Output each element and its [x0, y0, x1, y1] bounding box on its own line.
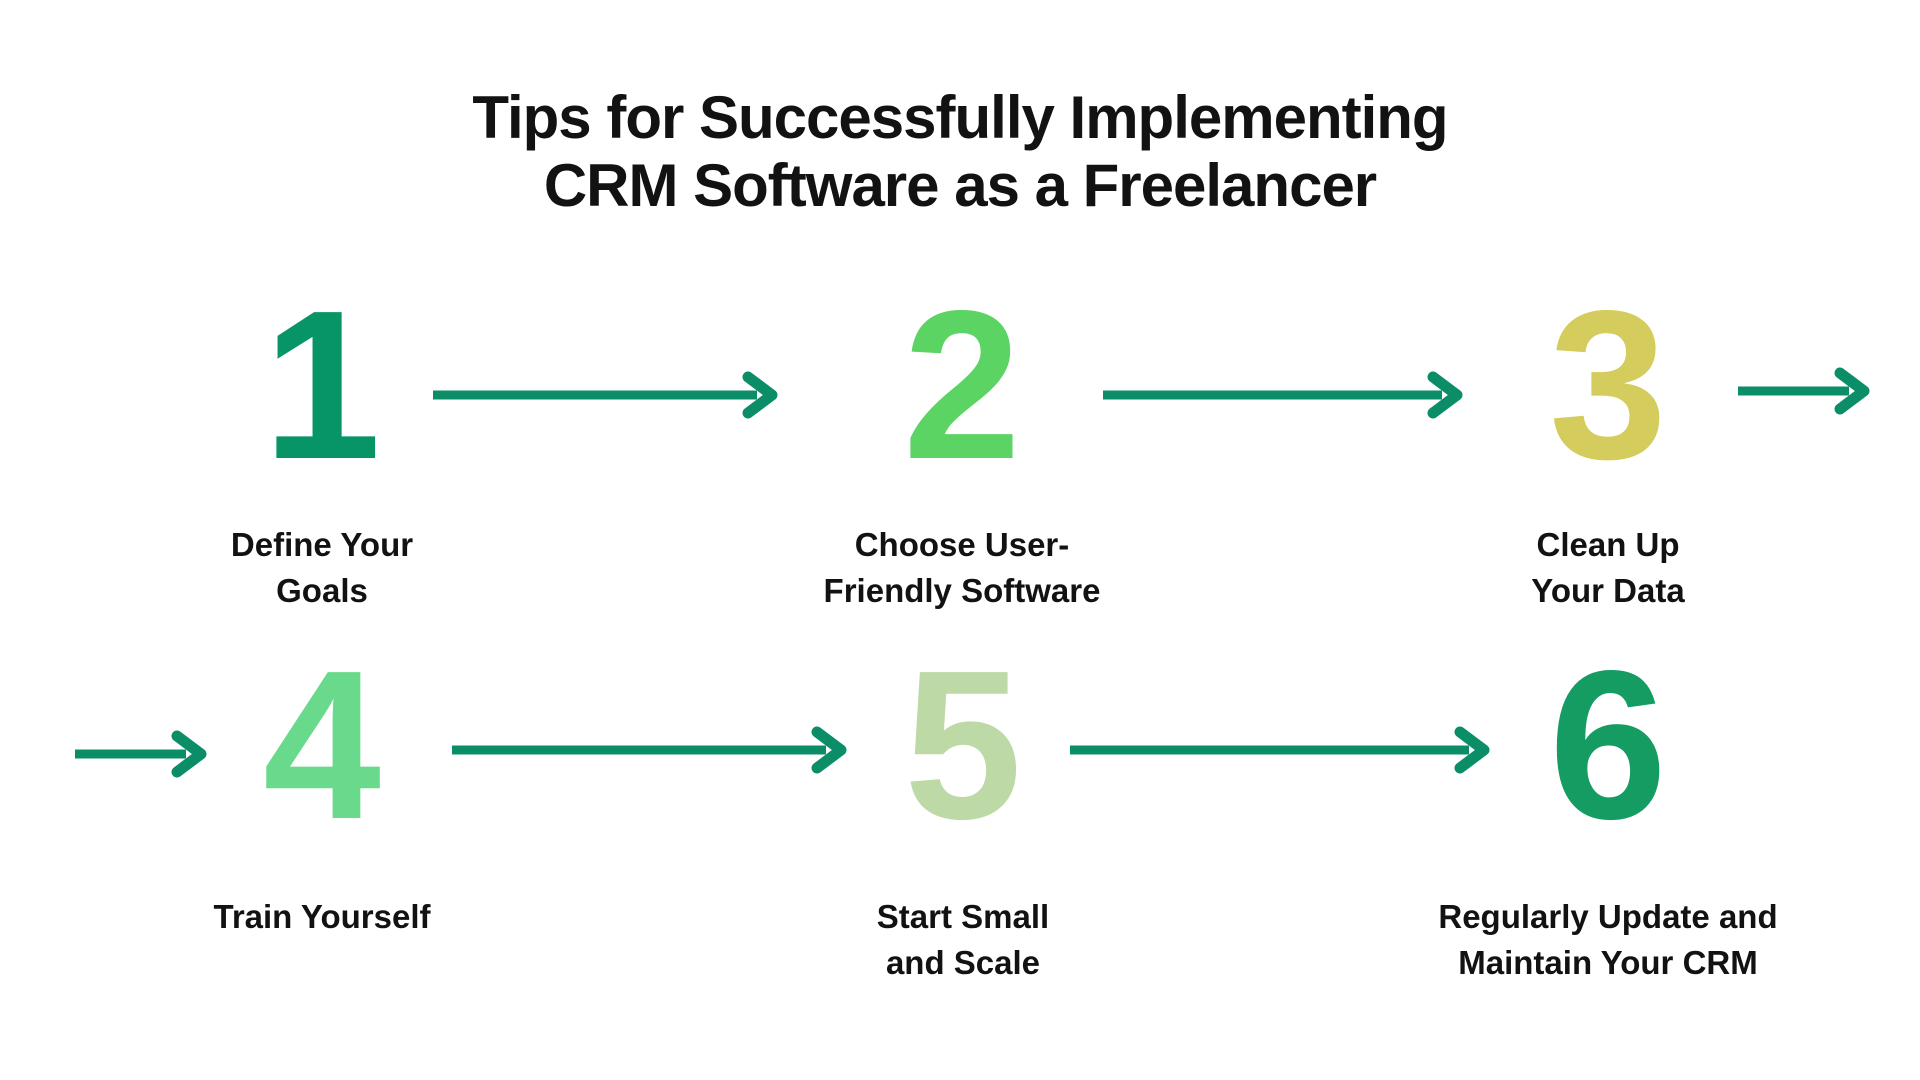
- step-3-number: 3: [1549, 266, 1667, 503]
- step-4-label-line1: Train Yourself: [213, 898, 431, 935]
- step-5-label: Start Small and Scale: [723, 894, 1203, 986]
- arrow-icon-step5-to-step6: [1070, 726, 1490, 774]
- step-4: 4 Train Yourself: [82, 626, 562, 940]
- step-2-label: Choose User- Friendly Software: [722, 522, 1202, 614]
- step-3-label: Clean Up Your Data: [1368, 522, 1848, 614]
- step-1: 1 Define Your Goals: [82, 266, 562, 614]
- step-2-label-line1: Choose User-: [854, 526, 1070, 563]
- arrow-icon-step3-exit-right: [1738, 367, 1870, 415]
- step-1-number: 1: [263, 266, 381, 503]
- page-title: Tips for Successfully Implementing CRM S…: [0, 84, 1920, 220]
- step-5-label-line2: and Scale: [885, 944, 1041, 981]
- step-1-label-line2: Goals: [276, 572, 368, 609]
- step-2-label-line2: Friendly Software: [823, 572, 1101, 609]
- step-6-label: Regularly Update and Maintain Your CRM: [1368, 894, 1848, 986]
- step-1-label-line1: Define Your: [230, 526, 414, 563]
- step-2: 2 Choose User- Friendly Software: [722, 266, 1202, 614]
- page-title-line2: CRM Software as a Freelancer: [543, 152, 1377, 219]
- step-1-label: Define Your Goals: [82, 522, 562, 614]
- step-4-number: 4: [263, 626, 381, 863]
- page-title-line1: Tips for Successfully Implementing: [472, 84, 1448, 151]
- step-6: 6 Regularly Update and Maintain Your CRM: [1368, 626, 1848, 986]
- step-2-number: 2: [903, 266, 1021, 503]
- step-5-label-line1: Start Small: [876, 898, 1050, 935]
- arrow-icon-enter-step4: [75, 730, 207, 778]
- step-6-number: 6: [1549, 626, 1667, 863]
- step-3: 3 Clean Up Your Data: [1368, 266, 1848, 614]
- step-4-label: Train Yourself: [82, 894, 562, 940]
- arrow-icon-step2-to-step3: [1103, 371, 1463, 419]
- step-3-label-line2: Your Data: [1531, 572, 1685, 609]
- step-5-number: 5: [904, 626, 1022, 863]
- step-6-label-line2: Maintain Your CRM: [1458, 944, 1758, 981]
- step-3-label-line1: Clean Up: [1536, 526, 1680, 563]
- step-5: 5 Start Small and Scale: [723, 626, 1203, 986]
- step-6-label-line1: Regularly Update and: [1438, 898, 1778, 935]
- arrow-icon-step1-to-step2: [433, 371, 778, 419]
- arrow-icon-step4-to-step5: [452, 726, 847, 774]
